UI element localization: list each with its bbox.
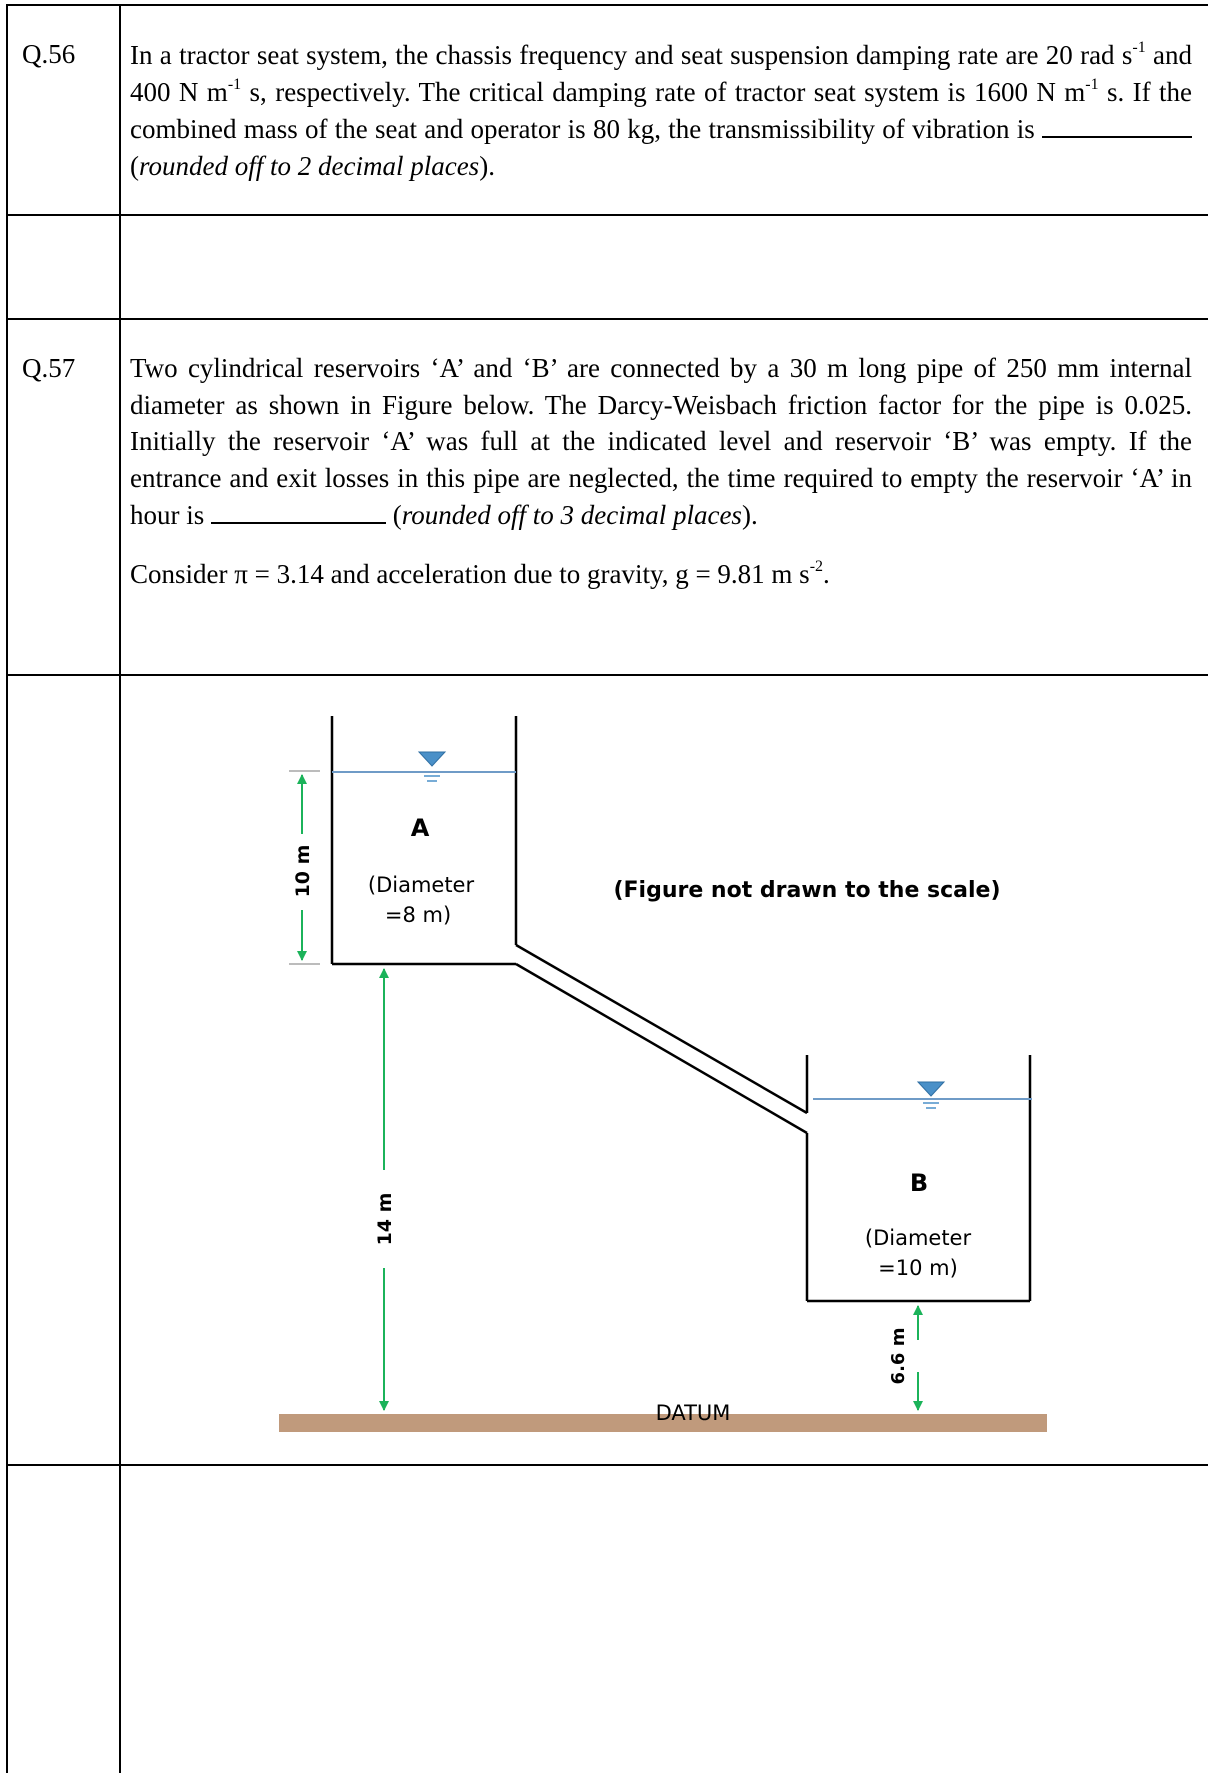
question-57-constants: Consider π = 3.14 and acceleration due t… (130, 556, 1192, 593)
answer-blank (211, 496, 386, 524)
reservoir-a-diameter-line1: (Diameter (368, 873, 475, 897)
water-level-icon-b (916, 1081, 946, 1109)
superscript: -1 (227, 75, 242, 93)
reservoir-b (805, 1055, 1032, 1303)
dimension-label-14m: 14 m (374, 1193, 396, 1246)
row-divider (6, 674, 1208, 676)
answer-blank (1042, 110, 1192, 138)
text-run: Consider π = 3.14 and acceleration due t… (130, 558, 810, 589)
reservoir-b-diameter-line2: =10 m) (878, 1256, 958, 1280)
reservoir-a (330, 716, 518, 966)
text-run: ( (130, 150, 139, 181)
reservoir-a-diameter-line2: =8 m) (385, 903, 451, 927)
table-top-border (6, 4, 1208, 6)
text-run: In a tractor seat system, the chassis fr… (130, 40, 1133, 70)
superscript: -1 (1085, 75, 1099, 93)
datum-ground (279, 1414, 1047, 1432)
question-table (6, 4, 1208, 1773)
question-56-body: In a tractor seat system, the chassis fr… (130, 37, 1192, 184)
table-column-divider (119, 4, 121, 1773)
row-divider (6, 1464, 1208, 1466)
text-run: ( (386, 500, 402, 530)
table-left-border (6, 4, 8, 1773)
question-number: Q.57 (22, 353, 76, 383)
superscript: -1 (1132, 39, 1146, 56)
text-run: ). (741, 500, 758, 530)
reservoir-a-label: A (411, 814, 430, 842)
text-run: s, respectively. The critical damping ra… (241, 76, 1086, 107)
text-run: s. If the combined mass of the seat and … (130, 76, 1193, 145)
question-57-text: Two cylindrical reservoirs ‘A’ and ‘B’ a… (130, 350, 1192, 592)
text-run: ). (479, 150, 495, 181)
row-divider (6, 214, 1208, 216)
rounding-instruction: rounded off to 3 decimal places (401, 500, 742, 530)
datum-label: DATUM (656, 1401, 731, 1425)
connecting-pipe (515, 943, 808, 1135)
rounding-instruction: rounded off to 2 decimal places (139, 150, 480, 181)
text-run: and 400 N m (130, 40, 1192, 107)
reservoir-b-diameter-line1: (Diameter (865, 1226, 972, 1250)
reservoir-b-label: B (910, 1169, 928, 1197)
question-56-text: In a tractor seat system, the chassis fr… (130, 37, 1192, 184)
question-number: Q.56 (22, 39, 76, 69)
question-57-body: Two cylindrical reservoirs ‘A’ and ‘B’ a… (130, 350, 1192, 534)
dimension-10m (289, 770, 320, 965)
superscript: -2 (809, 557, 824, 575)
water-level-icon-a (417, 751, 447, 782)
text-run: Two cylindrical reservoirs ‘A’ and ‘B’ a… (130, 353, 1192, 530)
figure-scale-note: (Figure not drawn to the scale) (613, 878, 1000, 903)
dimension-label-10m: 10 m (292, 845, 314, 898)
text-run: . (823, 558, 830, 589)
dimension-label-6-6m: 6.6 m (888, 1328, 909, 1385)
row-divider (6, 318, 1208, 320)
